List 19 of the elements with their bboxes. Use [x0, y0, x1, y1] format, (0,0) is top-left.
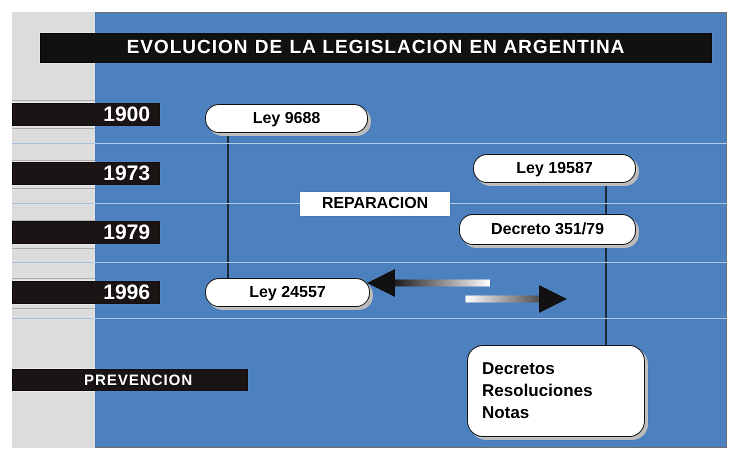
year-bar: 1973 — [12, 162, 160, 185]
law-label: Decreto 351/79 — [459, 214, 636, 245]
year-bar: 1996 — [12, 281, 160, 304]
title-banner: EVOLUCION DE LA LEGISLACION EN ARGENTINA — [40, 33, 712, 63]
law-label: Ley 24557 — [205, 278, 370, 307]
regulations-box — [467, 345, 645, 437]
list-item: Notas — [482, 402, 530, 424]
connector-line — [605, 183, 607, 214]
connector-line — [605, 245, 607, 345]
list-item: Decretos — [482, 358, 555, 380]
category-label: REPARACION — [300, 192, 450, 216]
law-label: Ley 19587 — [473, 154, 636, 183]
category-bar: PREVENCION — [12, 369, 248, 391]
arrow — [367, 269, 490, 297]
law-label: Ley 9688 — [205, 104, 368, 133]
year-bar: 1900 — [12, 103, 160, 126]
list-item: Resoluciones — [482, 380, 593, 402]
year-bar: 1979 — [12, 221, 160, 244]
connector-line — [227, 133, 229, 278]
